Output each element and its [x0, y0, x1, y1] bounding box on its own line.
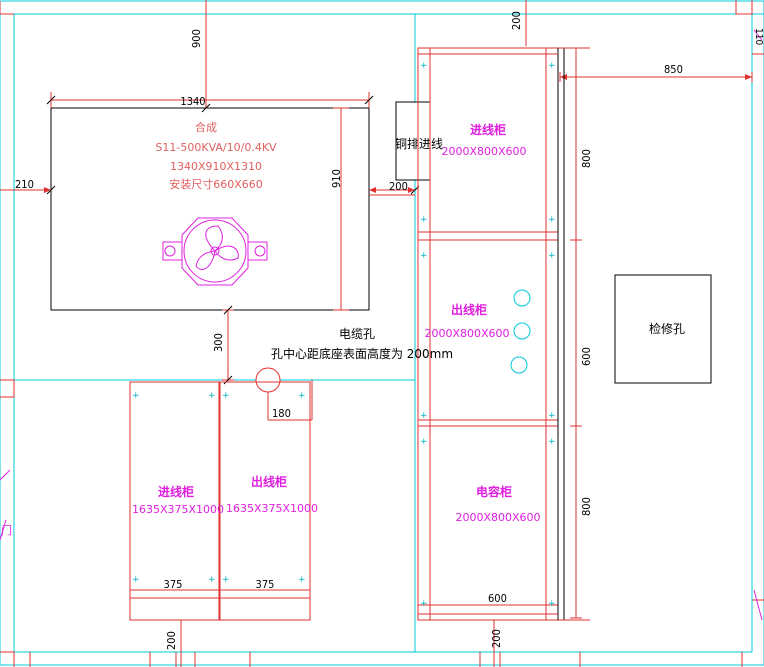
right-cab-3-size: 2000X800X600	[455, 511, 540, 524]
svg-text:+: +	[548, 251, 556, 261]
svg-text:+: +	[548, 411, 556, 421]
right-cab-2-size: 2000X800X600	[424, 327, 509, 340]
left-cab-2-name: 出线柜	[251, 474, 287, 489]
dim-left-gap: 210	[15, 178, 34, 191]
dim-bottom-right: 200	[490, 629, 503, 648]
cable-hole-note: 孔中心距底座表面高度为 200mm	[271, 346, 453, 361]
right-door-arcs	[753, 29, 763, 621]
cabinet-corner-marks-left: + + + + + + + +	[132, 391, 306, 585]
transformer-install-size: 安装尺寸660X660	[169, 177, 263, 191]
cabinet-corner-marks-right: + + + + + + + + + + + +	[420, 61, 556, 609]
cable-circles	[510, 289, 531, 374]
dim-left-cab-w1: 375	[164, 578, 183, 591]
svg-text:+: +	[420, 215, 428, 225]
dim-trf-height: 910	[330, 169, 343, 188]
transformer-size: 1340X910X1310	[170, 160, 262, 173]
right-cab-1-name: 进线柜	[470, 122, 506, 137]
dim-cab-h1: 800	[580, 149, 593, 168]
dim-bottom-left: 200	[165, 631, 178, 650]
svg-text:+: +	[548, 599, 556, 609]
dim-cab-depth: 600	[488, 592, 507, 605]
right-cab-3-name: 电容柜	[476, 484, 512, 499]
dim-hole-offset: 180	[272, 407, 291, 420]
svg-text:+: +	[548, 215, 556, 225]
copper-bar-label: 铜排进线	[395, 136, 443, 151]
cable-hole-circle	[255, 367, 281, 393]
dim-top-right: 200	[510, 11, 523, 30]
svg-text:+: +	[132, 391, 140, 401]
svg-text:+: +	[222, 575, 230, 585]
transformer-model: S11-500KVA/10/0.4KV	[155, 141, 277, 154]
door-symbol	[0, 469, 11, 541]
right-cab-2-name: 出线柜	[451, 302, 487, 317]
copper-bar-inlet	[395, 101, 431, 181]
dim-cab-h2: 600	[580, 347, 593, 366]
svg-text:+: +	[298, 575, 306, 585]
svg-text:+: +	[222, 391, 230, 401]
dim-right-width: 850	[664, 63, 683, 76]
door-label: 门	[1, 523, 12, 537]
dim-corner: 110	[753, 28, 764, 45]
svg-text:+: +	[298, 391, 306, 401]
transformer-name: 合成	[195, 120, 217, 134]
dim-right-gap: 200	[389, 180, 408, 193]
svg-text:+: +	[548, 437, 556, 447]
dim-trf-width: 1340	[180, 95, 205, 108]
svg-text:+: +	[420, 437, 428, 447]
svg-text:+: +	[548, 61, 556, 71]
cable-hole-title: 电缆孔	[339, 327, 375, 341]
svg-text:+: +	[420, 251, 428, 261]
left-cabinet-group	[129, 381, 311, 621]
left-cab-1-size: 1635X375X1000	[132, 503, 224, 516]
dim-left-cab-w2: 375	[256, 578, 275, 591]
left-cab-2-size: 1635X375X1000	[226, 502, 318, 515]
svg-text:+: +	[208, 391, 216, 401]
dim-top-gap: 900	[190, 29, 203, 48]
fan-icon	[162, 217, 268, 286]
left-cab-1-name: 进线柜	[158, 484, 194, 499]
right-cabinet-group	[417, 47, 590, 621]
transformer: 合成 S11-500KVA/10/0.4KV 1340X910X1310 安装尺…	[50, 107, 370, 311]
inspection-hole-label: 检修孔	[649, 321, 685, 336]
svg-text:+: +	[420, 411, 428, 421]
inspection-hole	[614, 274, 712, 384]
dim-below-trf: 300	[212, 333, 225, 352]
svg-text:+: +	[420, 599, 428, 609]
svg-text:+: +	[132, 575, 140, 585]
svg-text:+: +	[208, 575, 216, 585]
svg-text:+: +	[420, 61, 428, 71]
right-cab-1-size: 2000X800X600	[441, 145, 526, 158]
dim-cab-h3: 800	[580, 497, 593, 516]
